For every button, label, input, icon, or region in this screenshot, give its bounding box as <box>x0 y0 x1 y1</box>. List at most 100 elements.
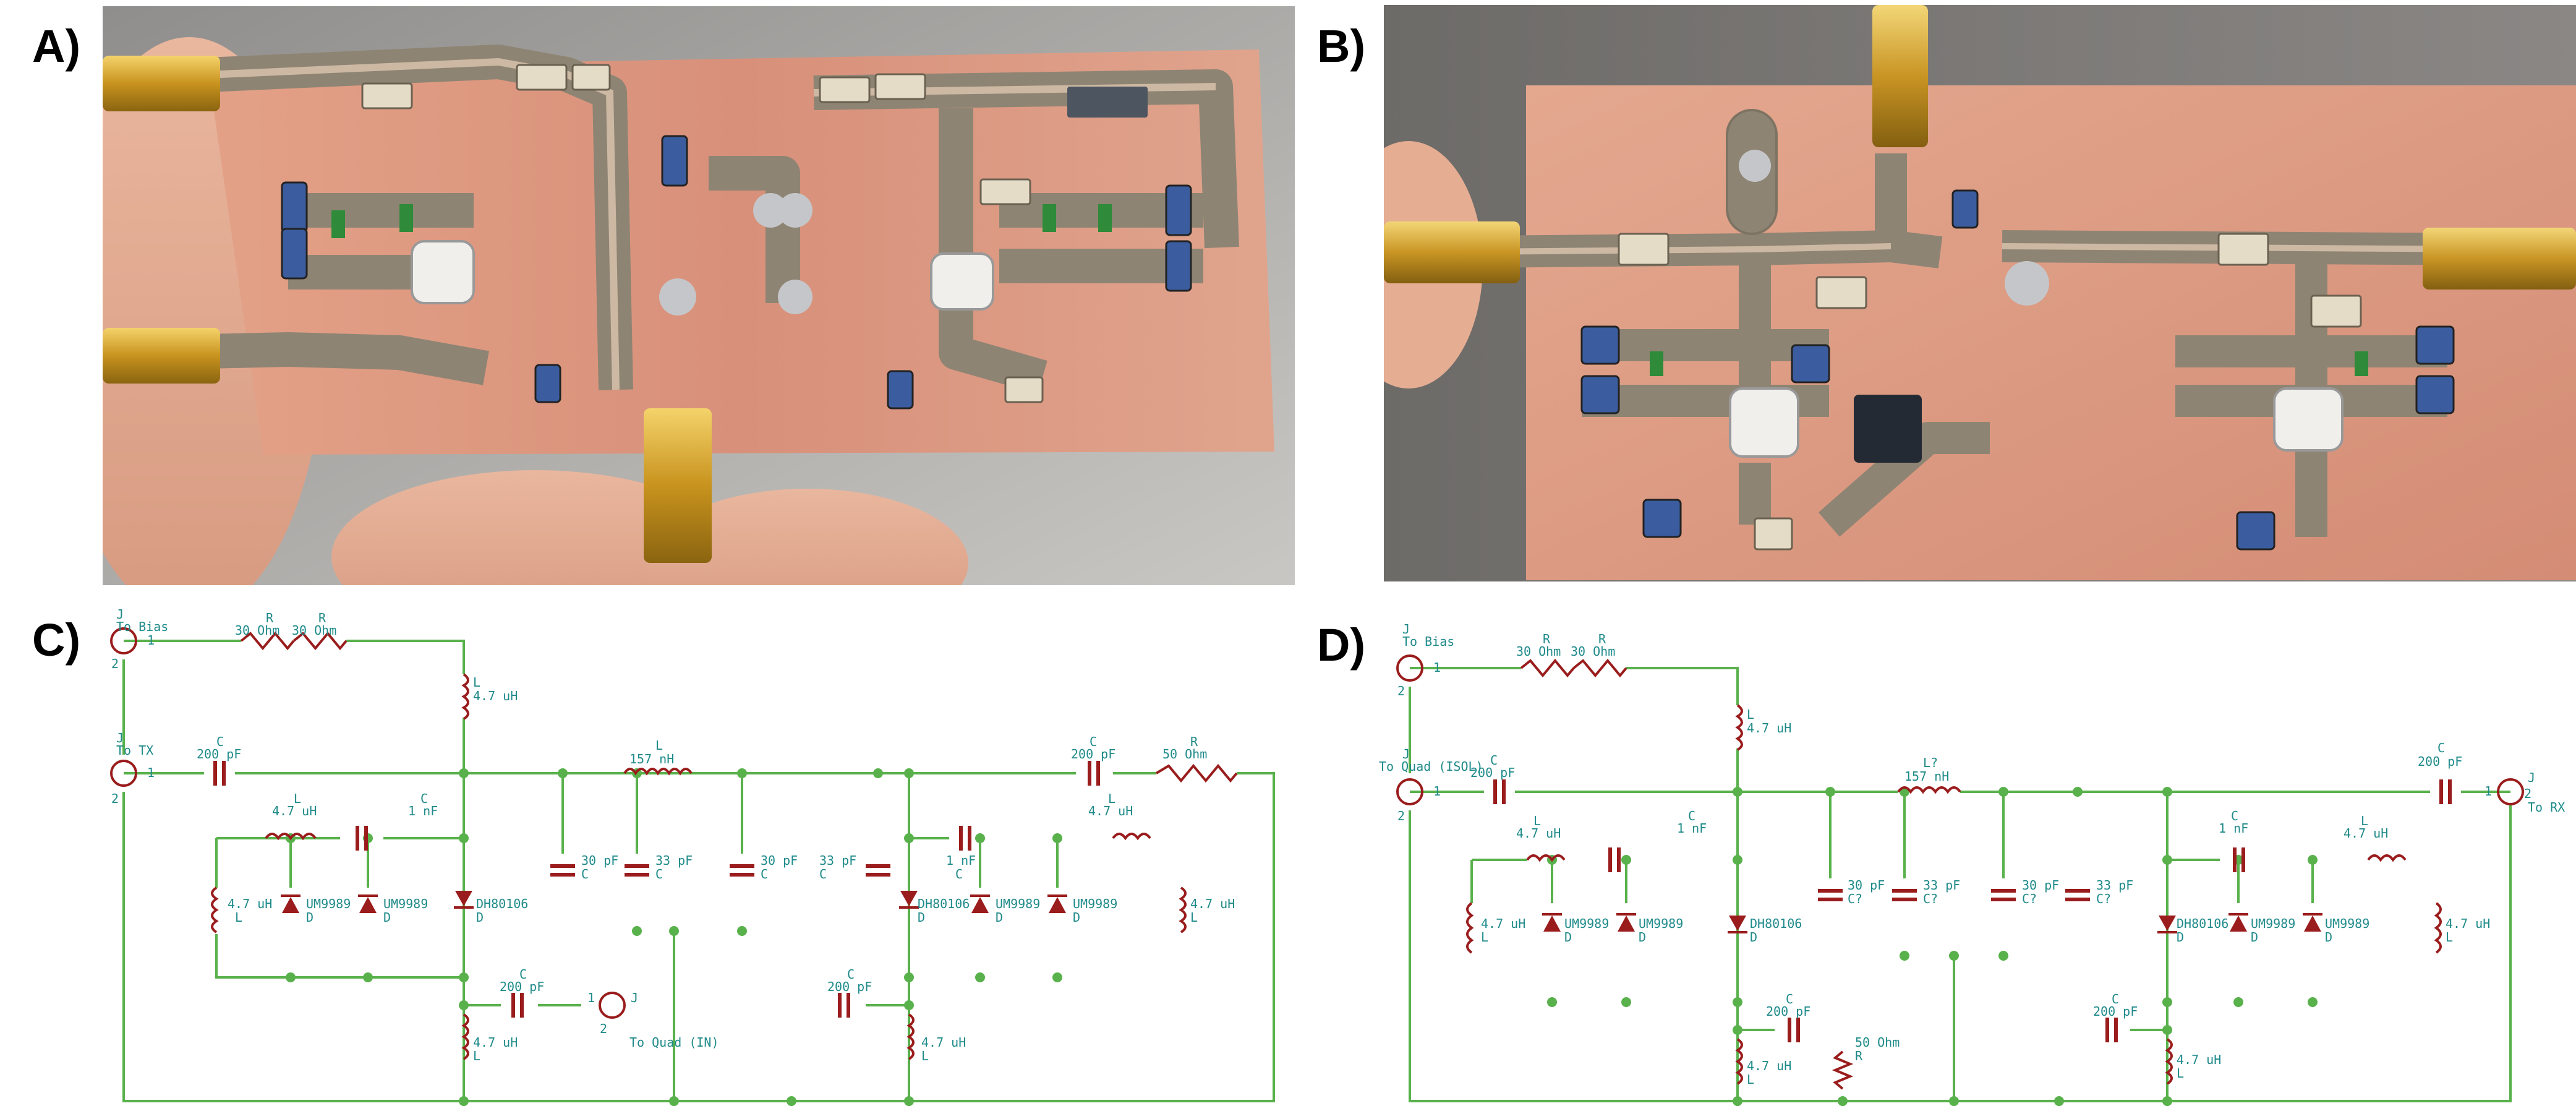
svg-text:C: C <box>655 867 663 882</box>
rx-connector-d <box>2497 778 2524 805</box>
resistor-term-d <box>1832 1050 1854 1090</box>
svg-text:C?: C? <box>1848 891 1862 906</box>
svg-text:C: C <box>955 867 963 882</box>
svg-text:200 pF: 200 pF <box>197 747 241 761</box>
svg-text:2: 2 <box>600 1021 607 1036</box>
svg-text:2: 2 <box>111 791 119 806</box>
svg-text:UM9989: UM9989 <box>383 896 428 911</box>
svg-text:4.7 uH: 4.7 uH <box>473 688 518 703</box>
svg-text:1: 1 <box>2484 784 2492 799</box>
svg-text:D: D <box>476 910 484 925</box>
svg-text:C: C <box>2112 992 2119 1006</box>
pcb-photo-b <box>1384 5 2576 581</box>
svg-text:C: C <box>216 734 224 749</box>
svg-text:UM9989: UM9989 <box>1564 916 1609 931</box>
svg-text:C: C <box>581 867 589 882</box>
quad-connector-c <box>599 992 626 1019</box>
svg-text:L?: L? <box>1923 755 1938 770</box>
svg-text:C: C <box>1490 753 1498 768</box>
svg-text:1 nF: 1 nF <box>2219 821 2248 836</box>
svg-text:L: L <box>1190 910 1198 925</box>
svg-text:33 pF: 33 pF <box>819 853 856 868</box>
svg-text:200 pF: 200 pF <box>1071 747 1115 761</box>
svg-text:C: C <box>847 967 855 982</box>
svg-text:30 Ohm: 30 Ohm <box>235 623 279 638</box>
svg-text:J: J <box>1402 747 1410 761</box>
svg-text:C: C <box>761 867 768 882</box>
svg-text:2: 2 <box>1397 684 1405 698</box>
svg-text:4.7 uH: 4.7 uH <box>228 896 272 911</box>
svg-text:4.7 uH: 4.7 uH <box>921 1035 966 1050</box>
svg-text:J: J <box>1402 622 1410 637</box>
svg-text:R: R <box>1855 1049 1863 1063</box>
bias-label-c: To Bias <box>116 619 168 634</box>
panel-label-c: C) <box>32 614 81 666</box>
bias-connector-d <box>1396 654 1423 682</box>
svg-text:D: D <box>306 910 313 925</box>
svg-text:200 pF: 200 pF <box>1766 1004 1810 1019</box>
svg-text:L: L <box>473 675 480 690</box>
svg-text:30 Ohm: 30 Ohm <box>292 623 336 638</box>
svg-text:D: D <box>1639 930 1646 945</box>
svg-text:L: L <box>2361 813 2368 828</box>
svg-text:4.7 uH: 4.7 uH <box>1481 916 1525 931</box>
schematic-d: J To Bias 1 2 J To Quad (ISOL) 1 2 J To … <box>1379 622 2565 1106</box>
panel-label-d: D) <box>1317 619 1366 671</box>
svg-text:2: 2 <box>1397 809 1405 823</box>
svg-text:UM9989: UM9989 <box>1639 916 1683 931</box>
svg-text:L: L <box>1108 791 1115 806</box>
svg-text:R: R <box>318 611 326 625</box>
svg-text:D: D <box>1073 910 1080 925</box>
svg-text:L: L <box>473 1049 480 1063</box>
tx-label-c: To TX <box>116 743 153 758</box>
svg-text:4.7 uH: 4.7 uH <box>1747 721 1791 736</box>
svg-text:UM9989: UM9989 <box>2251 916 2295 931</box>
svg-text:R: R <box>1543 632 1551 646</box>
bias-ref-c: J <box>116 607 124 622</box>
svg-text:C?: C? <box>2096 891 2111 906</box>
svg-text:UM9989: UM9989 <box>306 896 351 911</box>
svg-text:UM9989: UM9989 <box>2325 916 2369 931</box>
svg-text:30 pF: 30 pF <box>2022 878 2059 893</box>
svg-text:L: L <box>1747 707 1754 722</box>
rx-label-d: To RX <box>2528 800 2565 815</box>
svg-text:R: R <box>266 611 274 625</box>
svg-text:R: R <box>1598 632 1606 646</box>
bias-connector-c <box>110 627 137 654</box>
svg-text:R: R <box>1190 734 1198 749</box>
quad-label-c: To Quad (IN) <box>629 1035 719 1050</box>
svg-text:C: C <box>1688 809 1695 823</box>
svg-text:D: D <box>996 910 1003 925</box>
inductor-main-c <box>623 768 693 776</box>
svg-text:L: L <box>235 910 242 925</box>
svg-text:C: C <box>819 867 827 882</box>
svg-text:4.7 uH: 4.7 uH <box>1747 1058 1791 1073</box>
svg-text:L: L <box>2446 930 2453 945</box>
svg-text:1 nF: 1 nF <box>1677 821 1707 836</box>
pcb-photo-a <box>103 6 1295 585</box>
svg-text:1: 1 <box>587 990 595 1005</box>
svg-text:1 nF: 1 nF <box>946 853 976 868</box>
svg-text:1 nF: 1 nF <box>408 804 438 818</box>
svg-text:30 pF: 30 pF <box>581 853 618 868</box>
svg-text:157 nH: 157 nH <box>1904 769 1949 784</box>
svg-text:30 pF: 30 pF <box>1848 878 1885 893</box>
svg-text:L: L <box>1533 813 1541 828</box>
svg-text:30 Ohm: 30 Ohm <box>1516 644 1561 659</box>
svg-text:4.7 uH: 4.7 uH <box>2446 916 2490 931</box>
svg-text:D: D <box>2177 930 2184 945</box>
svg-text:L: L <box>1481 930 1488 945</box>
svg-text:C: C <box>1090 734 1097 749</box>
svg-text:200 pF: 200 pF <box>2418 754 2462 769</box>
svg-text:UM9989: UM9989 <box>996 896 1040 911</box>
svg-text:1: 1 <box>1433 660 1441 675</box>
svg-text:D: D <box>2325 930 2332 945</box>
svg-text:DH80106: DH80106 <box>2177 916 2228 931</box>
svg-text:DH80106: DH80106 <box>1750 916 1802 931</box>
svg-text:1: 1 <box>147 765 155 780</box>
svg-text:D: D <box>1564 930 1572 945</box>
panel-label-b: B) <box>1317 20 1366 72</box>
svg-text:200 pF: 200 pF <box>2093 1004 2138 1019</box>
svg-text:2: 2 <box>2524 786 2531 801</box>
svg-text:4.7 uH: 4.7 uH <box>1190 896 1235 911</box>
